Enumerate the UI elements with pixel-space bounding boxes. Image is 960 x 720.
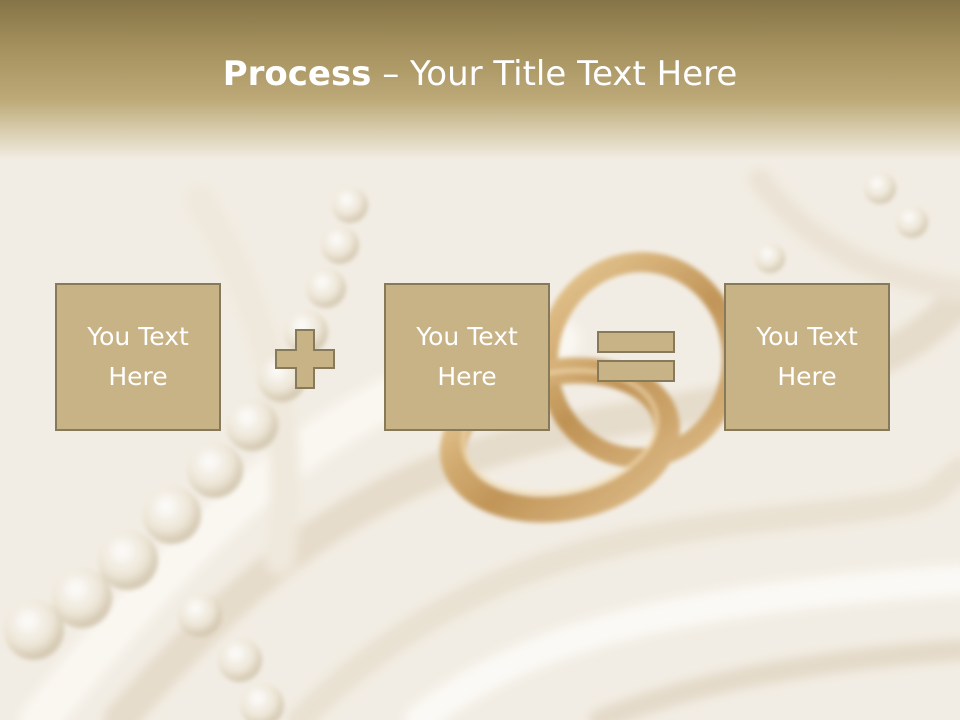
title-bold-text: Process — [222, 54, 372, 94]
process-box-3[interactable]: You Text Here — [724, 283, 890, 431]
process-box-2[interactable]: You Text Here — [384, 283, 550, 431]
title-rest-text: – Your Title Text Here — [371, 54, 738, 94]
title-band — [0, 0, 960, 160]
process-box-3-label: You Text Here — [756, 322, 858, 391]
slide-title: Process – Your Title Text Here — [0, 52, 960, 96]
process-box-2-label: You Text Here — [416, 322, 518, 391]
process-box-1[interactable]: You Text Here — [55, 283, 221, 431]
plus-icon — [275, 329, 335, 389]
process-box-1-label: You Text Here — [87, 322, 189, 391]
equals-icon — [597, 331, 675, 382]
